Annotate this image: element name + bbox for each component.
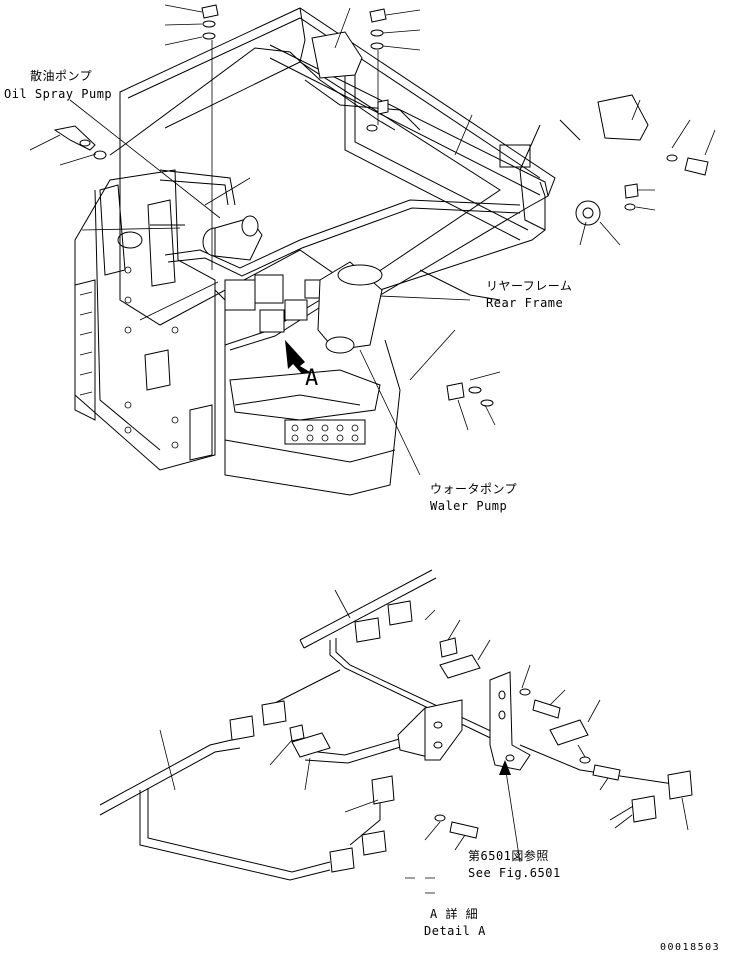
rear-frame-assembly <box>74 7 556 496</box>
view-marker-label: A <box>305 366 318 391</box>
detail-label-en: Detail A <box>424 924 486 938</box>
oil-spray-pump-label-en: Oil Spray Pump <box>4 87 112 101</box>
hardware-upper <box>53 4 709 407</box>
leader-lines-lower <box>159 589 689 863</box>
rear-lamp-right <box>597 94 649 141</box>
horn <box>575 200 601 226</box>
rear-frame-label-jp: リヤーフレーム <box>486 279 572 293</box>
oil-spray-pump-label-jp: 散油ポンプ <box>30 68 92 83</box>
water-pump <box>317 261 383 354</box>
valve-block <box>224 274 324 333</box>
detail-label-jp: A 詳 細 <box>430 906 478 921</box>
mounting-bracket <box>397 671 531 771</box>
see-fig-label-en: See Fig.6501 <box>468 866 561 880</box>
side-plate-bolts <box>124 266 179 449</box>
oil-spray-pump <box>202 215 263 261</box>
rear-lamp-left <box>311 31 363 79</box>
connectors-lower <box>229 600 693 873</box>
detail-a-view <box>99 569 693 894</box>
rear-frame-label-en: Rear Frame <box>486 296 563 310</box>
water-pump-label-en: Waler Pump <box>430 499 507 513</box>
vent-slots <box>291 424 359 442</box>
hardware-lower <box>289 637 621 839</box>
water-pump-label-jp: ウォータポンプ <box>430 482 517 496</box>
view-arrow: A <box>285 340 318 391</box>
see-fig-label-jp: 第6501図参照 <box>468 848 549 863</box>
drawing-number: 00018503 <box>660 942 720 953</box>
clips-lower <box>291 654 589 805</box>
leader-lines-upper <box>29 4 716 476</box>
